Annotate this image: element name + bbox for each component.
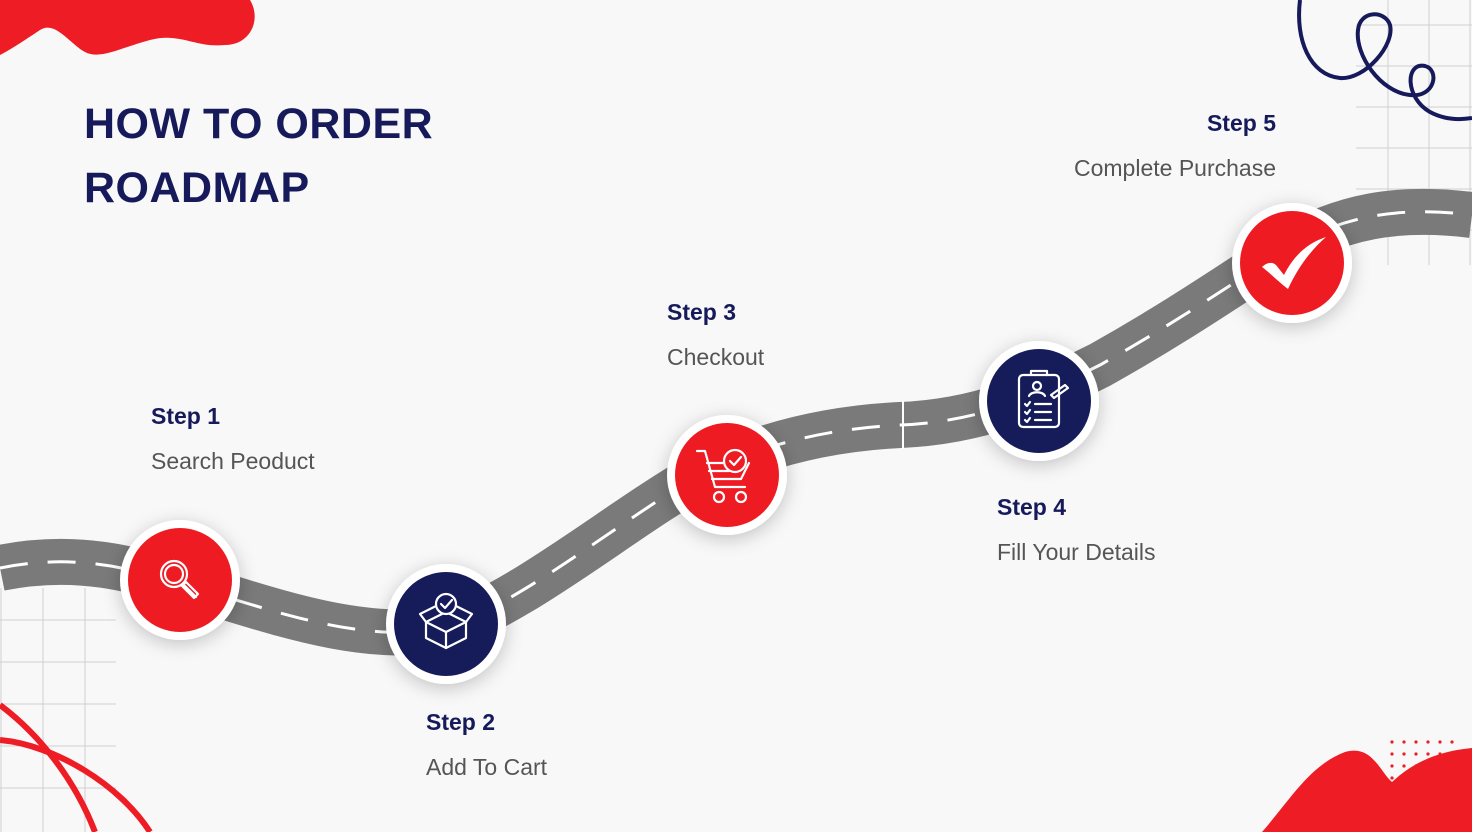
step-3-desc: Checkout bbox=[667, 344, 765, 370]
step-2-text: Step 2 Add To Cart bbox=[426, 708, 547, 781]
magnifier-icon bbox=[159, 559, 200, 600]
step-3-label: Step 3 bbox=[667, 299, 737, 325]
step-1-label: Step 1 bbox=[151, 403, 221, 429]
step-3-text: Step 3 Checkout bbox=[667, 298, 764, 371]
step-1-text: Step 1 Search Peoduct bbox=[151, 402, 315, 475]
cart-check-icon bbox=[695, 448, 751, 504]
step-4-node bbox=[979, 341, 1099, 461]
step-2-label: Step 2 bbox=[426, 709, 496, 735]
clipboard-form-icon bbox=[1017, 369, 1070, 429]
step-5-label: Step 5 bbox=[1206, 110, 1276, 136]
grid-pattern-bottom-left bbox=[0, 588, 116, 832]
step-nodes bbox=[120, 203, 1352, 684]
navy-squiggle-top-right bbox=[1297, 0, 1472, 122]
page-title-line2: ROADMAP bbox=[84, 164, 310, 212]
red-blob-bottom-right bbox=[1262, 748, 1472, 832]
page-title-line1: HOW TO ORDER bbox=[84, 100, 434, 148]
step-2-node bbox=[386, 564, 506, 684]
step-4-label: Step 4 bbox=[997, 494, 1067, 520]
step-4-desc: Fill Your Details bbox=[997, 539, 1156, 565]
step-5-desc: Complete Purchase bbox=[1074, 155, 1276, 181]
step-1-desc: Search Peoduct bbox=[151, 448, 315, 474]
step-4-text: Step 4 Fill Your Details bbox=[997, 493, 1156, 566]
red-swoosh-bottom-left bbox=[0, 702, 153, 832]
red-blob-top-left bbox=[0, 0, 255, 55]
dot-pattern-bottom-right bbox=[1390, 740, 1454, 780]
checkmark-icon bbox=[1262, 237, 1326, 289]
step-2-desc: Add To Cart bbox=[426, 754, 548, 780]
step-3-node bbox=[667, 415, 787, 535]
step-5-text: Step 5 Complete Purchase bbox=[1074, 109, 1276, 182]
box-check-icon bbox=[418, 592, 474, 650]
page-title: HOW TO ORDER ROADMAP bbox=[84, 92, 433, 220]
